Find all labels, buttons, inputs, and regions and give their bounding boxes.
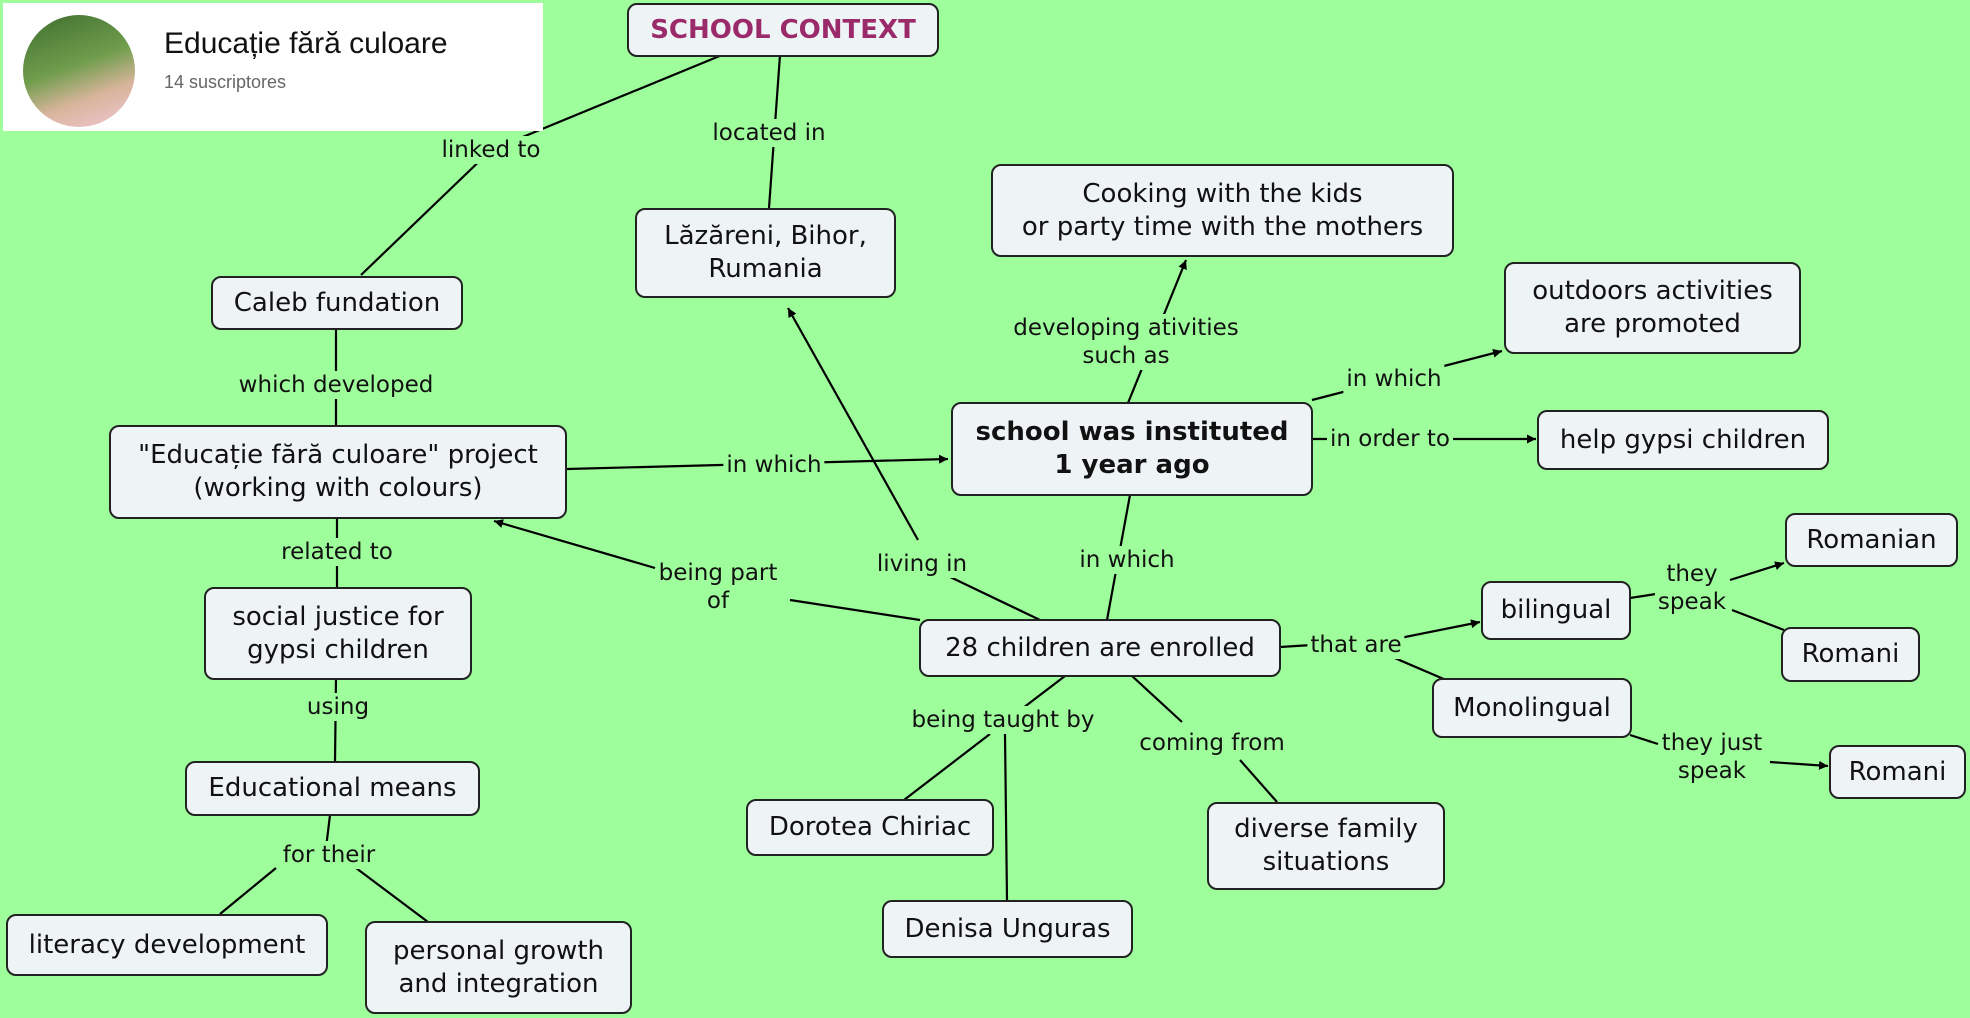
node-romani-bilingual[interactable]: Romani	[1781, 627, 1920, 682]
node-help-gypsi-children[interactable]: help gypsi children	[1537, 410, 1829, 470]
connector-root-linked	[490, 53, 723, 152]
subscriber-count: 14 suscriptores	[164, 72, 287, 92]
node-outdoors-activities[interactable]: outdoors activities are promoted	[1504, 262, 1801, 354]
link-in-which-outdoors: in which	[1343, 365, 1445, 393]
node-denisa-unguras[interactable]: Denisa Unguras	[882, 900, 1133, 958]
node-personal-growth[interactable]: personal growth and integration	[365, 921, 632, 1014]
link-coming-from: coming from	[1136, 729, 1288, 757]
link-for-their: for their	[279, 841, 379, 869]
node-diverse-family[interactable]: diverse family situations	[1207, 802, 1445, 890]
connector-theyjust-romani	[1769, 760, 1829, 770]
node-social-justice[interactable]: social justice for gypsi children	[204, 587, 472, 680]
link-related-to: related to	[278, 538, 396, 566]
node-romanian[interactable]: Romanian	[1785, 513, 1958, 567]
node-educatie-project[interactable]: "Educație fără culoare" project (working…	[109, 425, 567, 519]
link-using: using	[303, 693, 373, 721]
link-in-which-project: in which	[723, 451, 825, 479]
link-in-which-children: in which	[1076, 546, 1178, 574]
link-being-taught-by: being taught by	[908, 706, 1098, 734]
link-they-speak: they speak	[1654, 560, 1730, 616]
connector-linked-caleb	[360, 149, 492, 276]
node-literacy-development[interactable]: literacy development	[6, 914, 328, 976]
link-which-developed: which developed	[235, 371, 437, 399]
connector-fortheir-literacy	[219, 867, 277, 915]
node-romani-monolingual[interactable]: Romani	[1829, 745, 1966, 799]
node-school-instituted[interactable]: school was instituted 1 year ago	[951, 402, 1313, 496]
node-lazareni-bihor-rumania[interactable]: Lăzăreni, Bihor, Rumania	[635, 208, 896, 298]
connector-theyspeak-romanian	[1729, 561, 1785, 582]
link-that-are: that are	[1307, 631, 1405, 659]
link-in-order-to: in order to	[1326, 425, 1454, 453]
connector-partof-project	[493, 519, 656, 570]
connector-monolingual-theyjust	[1629, 733, 1659, 746]
channel-name[interactable]: Educație fără culoare	[164, 27, 448, 60]
connector-fortheir-personal	[355, 867, 429, 923]
node-educational-means[interactable]: Educational means	[185, 761, 480, 816]
link-located-in: located in	[709, 119, 829, 147]
channel-header[interactable]: Educație fără culoare 14 suscriptores	[3, 3, 543, 131]
node-school-context[interactable]: SCHOOL CONTEXT	[627, 3, 939, 57]
connector-children-thatare	[1279, 643, 1313, 649]
node-dorotea-chiriac[interactable]: Dorotea Chiriac	[746, 799, 994, 856]
connector-thatare-bilingual	[1399, 619, 1481, 640]
node-monolingual[interactable]: Monolingual	[1432, 678, 1632, 738]
connector-comingfrom-diverse	[1239, 759, 1278, 803]
node-cooking-party[interactable]: Cooking with the kids or party time with…	[991, 164, 1454, 257]
connector-bilingual-theyspeak	[1629, 592, 1657, 600]
avatar[interactable]	[23, 15, 135, 127]
link-linked-to: linked to	[438, 136, 544, 164]
node-caleb-fundation[interactable]: Caleb fundation	[211, 276, 463, 330]
link-living-in: living in	[873, 550, 971, 578]
connector-thatare-monolingual	[1389, 654, 1447, 682]
connector-children-taught	[1022, 675, 1066, 709]
connector-taught-denisa	[1003, 733, 1009, 901]
connector-theyspeak-romani	[1731, 608, 1785, 632]
link-they-just-speak: they just speak	[1658, 729, 1766, 785]
connector-taught-dorotea	[903, 733, 991, 801]
connector-children-living	[945, 574, 1041, 621]
node-children-enrolled[interactable]: 28 children are enrolled	[919, 619, 1281, 677]
connector-living-lazareni	[787, 307, 919, 541]
link-being-part-of: being part of	[655, 559, 781, 615]
connector-children-comingfrom	[1131, 675, 1183, 723]
connector-children-partof	[789, 598, 921, 622]
node-bilingual[interactable]: bilingual	[1481, 581, 1631, 640]
link-developing-activities: developing ativities such as	[1010, 314, 1242, 370]
